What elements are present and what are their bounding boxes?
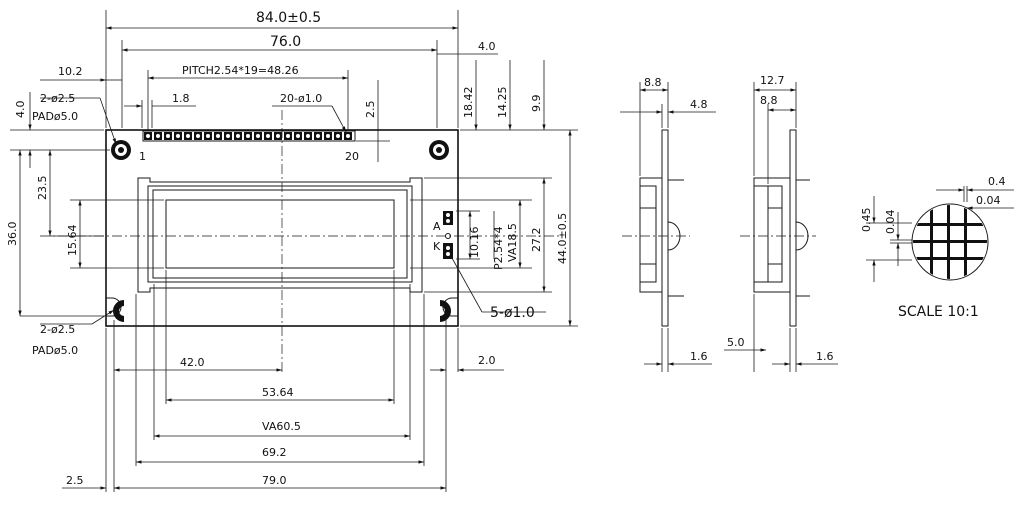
dim-420: 42.0 xyxy=(180,356,205,369)
dim-1842: 18.42 xyxy=(462,87,475,119)
pin-row xyxy=(142,130,356,142)
cathode-label: K xyxy=(433,240,441,253)
pin-last-label: 20 xyxy=(345,150,359,163)
dim-va185: VA18.5 xyxy=(506,223,519,262)
notch-left xyxy=(106,297,122,317)
led-connector xyxy=(443,211,453,259)
dim-top-4: 4.0 xyxy=(14,101,27,119)
mount-hole-right xyxy=(429,140,449,160)
dim-25-bottom: 2.5 xyxy=(66,474,84,487)
pixel-detail: 0.4 0.04 0.45 0.04 SCALE 10:1 xyxy=(860,175,1014,320)
dim-5364: 53.64 xyxy=(262,386,294,399)
dim-pcb-width: 76.0 xyxy=(270,34,301,50)
dim-1564: 15.64 xyxy=(66,225,79,257)
detail-004a: 0.04 xyxy=(976,194,1001,207)
anode-label: A xyxy=(433,220,441,233)
pad-top-label: PADø5.0 xyxy=(32,110,78,123)
pin-holes-label: 20-ø1.0 xyxy=(280,92,322,105)
dim-692: 69.2 xyxy=(262,446,287,459)
dim-p254: P2.54*4 xyxy=(492,226,505,270)
dim-99: 9.9 xyxy=(530,95,543,113)
dim-360: 36.0 xyxy=(6,222,19,247)
mount-top-label: 2-ø2.5 xyxy=(40,92,75,105)
dim-1425: 14.25 xyxy=(496,87,509,119)
notch-right xyxy=(442,297,458,317)
dim-790: 79.0 xyxy=(262,474,287,487)
dim-pin-pitch: 1.8 xyxy=(172,92,190,105)
dim-1016: 10.16 xyxy=(468,227,481,259)
led-holes-label: 5-ø1.0 xyxy=(490,305,535,321)
side2-thickness: 1.6 xyxy=(816,350,834,363)
pad-bottom-label: PADø5.0 xyxy=(32,344,78,357)
side-view-2: 12.7 8.8 5.0 1.6 xyxy=(724,74,838,372)
dim-pin-offset: 2.5 xyxy=(364,101,377,119)
dim-va605: VA60.5 xyxy=(262,420,301,433)
side1-width: 8.8 xyxy=(644,76,662,89)
lcd-viewing-area xyxy=(165,199,395,269)
mount-bottom-label: 2-ø2.5 xyxy=(40,323,75,336)
side2-bezel-offset: 5.0 xyxy=(727,336,745,349)
dim-272: 27.2 xyxy=(530,228,543,253)
lcd-glass xyxy=(147,185,413,283)
mount-hole-left xyxy=(111,140,131,160)
detail-004b: 0.04 xyxy=(884,210,897,235)
detail-045: 0.45 xyxy=(860,208,873,233)
side-view-1: 8.8 4.8 1.6 xyxy=(620,76,716,372)
side2-width: 12.7 xyxy=(760,74,785,87)
side2-offset: 8.8 xyxy=(760,94,778,107)
dim-pitch-total: PITCH2.54*19=48.26 xyxy=(182,64,299,77)
dim-20: 2.0 xyxy=(478,354,496,367)
pad-bottom-left xyxy=(113,300,125,322)
pin-first-label: 1 xyxy=(139,150,146,163)
dim-overall-width: 84.0±0.5 xyxy=(256,10,321,26)
detail-04: 0.4 xyxy=(988,175,1006,188)
dim-235: 23.5 xyxy=(36,176,49,201)
dim-overall-height: 44.0±0.5 xyxy=(556,213,569,264)
front-view: 1 20 A K 84.0±0.5 xyxy=(6,10,578,492)
scale-label: SCALE 10:1 xyxy=(898,304,979,320)
dim-left-edge: 10.2 xyxy=(58,65,83,78)
lcd-bezel xyxy=(137,177,423,293)
lcd-inner xyxy=(152,189,408,279)
dim-right-4: 4.0 xyxy=(478,40,496,53)
pad-bottom-right xyxy=(439,300,451,322)
side1-thickness: 1.6 xyxy=(690,350,708,363)
side1-offset: 4.8 xyxy=(690,98,708,111)
